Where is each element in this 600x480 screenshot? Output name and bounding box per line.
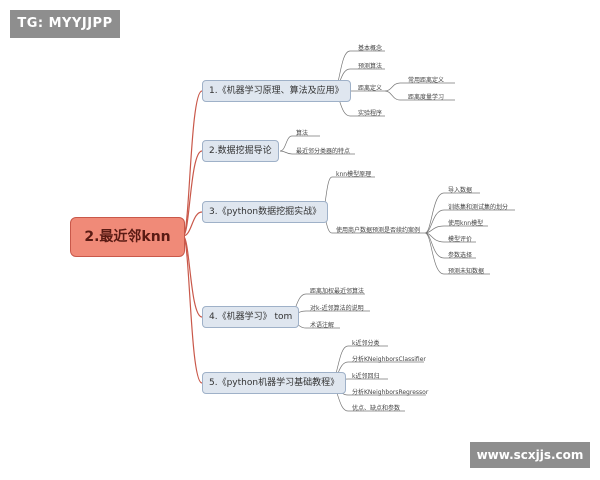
- leaf-node: 距离定义: [358, 85, 383, 92]
- leaf-node: 使用商户数据预测是否续约案例: [336, 227, 421, 234]
- branch-node-5: 5.《python机器学习基础教程》: [202, 372, 347, 394]
- leaf-node: 实验程序: [358, 110, 383, 117]
- watermark-url: www.scxjjs.com: [470, 442, 590, 468]
- leaf-node: 基本概念: [358, 45, 383, 52]
- leaf-node: knn模型原理: [336, 171, 372, 178]
- watermark-tag: TG: MYYJJPP: [10, 10, 120, 38]
- leaf-node: k近邻分类: [352, 340, 380, 347]
- branch-node-1: 1.《机器学习原理、算法及应用》: [202, 80, 351, 102]
- subleaf-node: 使用knn模型: [448, 220, 484, 227]
- leaf-node: 算法: [296, 130, 309, 137]
- subleaf-node: 模型评价: [448, 236, 473, 243]
- leaf-node: 对k-近邻算法的说明: [310, 305, 364, 312]
- branch-node-3: 3.《python数据挖掘实战》: [202, 201, 329, 223]
- branch-node-4: 4.《机器学习》 tom: [202, 306, 300, 328]
- leaf-node: 优点、缺点和参数: [352, 405, 401, 412]
- leaf-node: 预测算法: [358, 63, 383, 70]
- subleaf-node: 距离度量学习: [408, 94, 445, 101]
- leaf-node: k近邻回归: [352, 373, 380, 380]
- leaf-node: 距离加权最近邻算法: [310, 288, 365, 295]
- subleaf-node: 参数选择: [448, 252, 473, 259]
- branch-node-2: 2.数据挖掘导论: [202, 140, 279, 162]
- leaf-node: 分析KNeighborsClassifier: [352, 356, 426, 363]
- subleaf-node: 预测未知数据: [448, 268, 485, 275]
- subleaf-node: 训练集和测试集的划分: [448, 204, 509, 211]
- leaf-node: 分析KNeighborsRegressor: [352, 389, 429, 396]
- subleaf-node: 导入数据: [448, 187, 473, 194]
- root-node: 2.最近邻knn: [70, 217, 185, 257]
- leaf-node: 术语注解: [310, 322, 335, 329]
- leaf-node: 最近邻分类器的特点: [296, 148, 351, 155]
- subleaf-node: 常用距离定义: [408, 77, 445, 84]
